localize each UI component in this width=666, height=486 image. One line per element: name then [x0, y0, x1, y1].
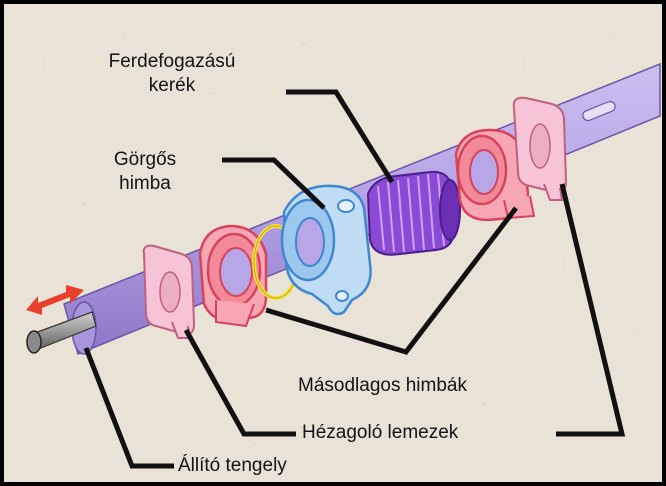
leader-shim-right: [556, 184, 622, 434]
label-secondary-rockers: Másodlagos himbák: [298, 374, 467, 398]
leader-adjusting-shaft: [86, 348, 174, 466]
label-shim-plates: Hézagoló lemezek: [302, 421, 458, 445]
label-helical-gear-line1: Ferdefogazású: [82, 50, 262, 74]
leader-shim-left: [186, 330, 296, 434]
label-helical-gear-line2: kerék: [82, 74, 262, 98]
roller-rocker: [282, 186, 371, 314]
diagram-canvas: Ferdefogazású kerék Görgős himba Másodla…: [4, 4, 662, 482]
label-helical-gear: Ferdefogazású kerék: [82, 50, 262, 98]
helical-gear: [368, 172, 460, 255]
label-adjusting-shaft: Állító tengely: [178, 454, 287, 478]
leader-helical-gear: [286, 92, 392, 182]
shim-plate-left: [144, 246, 194, 338]
label-roller-rocker-line2: himba: [90, 172, 200, 196]
label-roller-rocker: Görgős himba: [90, 148, 200, 196]
label-roller-rocker-line1: Görgős: [90, 148, 200, 172]
